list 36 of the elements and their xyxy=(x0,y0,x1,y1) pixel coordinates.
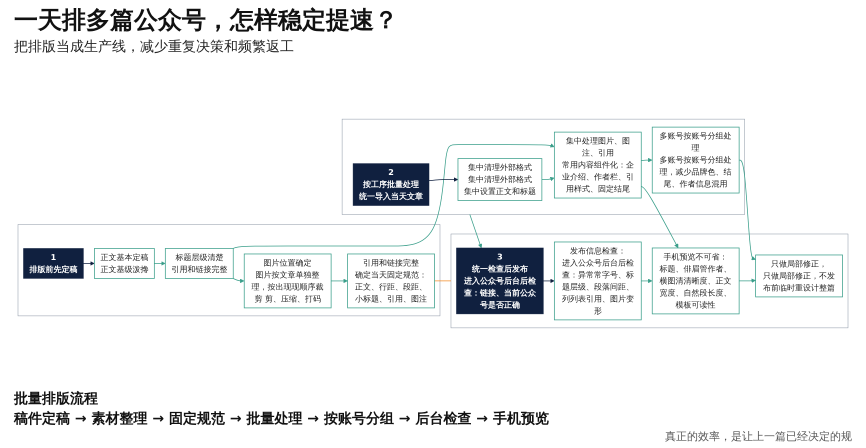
node-box xyxy=(652,248,740,314)
cluster xyxy=(342,118,745,215)
node-box xyxy=(456,248,544,314)
node-box xyxy=(347,254,435,308)
node-box xyxy=(554,132,642,198)
arrow xyxy=(640,186,678,248)
arrow xyxy=(428,177,458,182)
arrow xyxy=(469,214,482,248)
cluster xyxy=(450,234,848,328)
section-heading: 批量排版流程 xyxy=(14,390,98,408)
node-box xyxy=(244,254,332,308)
flow-steps-text: 稿件定稿 → 素材整理 → 固定规范 → 批量处理 → 按账号分组 → 后台检查 → 手机预览 xyxy=(14,410,549,428)
connector xyxy=(434,280,452,282)
arrow xyxy=(232,278,244,284)
arrow xyxy=(738,160,756,260)
arrow xyxy=(640,158,652,162)
node-box xyxy=(23,248,84,279)
node-box xyxy=(94,248,155,279)
title: 一天排多篇公众号，怎样稳定提速？ xyxy=(14,5,398,36)
note-text: 真正的效率，是让上一篇已经决定的规 xyxy=(665,429,852,444)
node-box xyxy=(652,126,740,194)
node-box xyxy=(458,158,542,201)
node-box xyxy=(755,254,843,298)
node-box xyxy=(164,248,234,279)
arrow xyxy=(83,261,95,266)
arrow xyxy=(738,278,756,283)
cluster xyxy=(18,224,440,316)
arrow xyxy=(542,176,555,182)
arrow xyxy=(330,278,348,284)
arrow xyxy=(232,143,555,249)
arrow xyxy=(640,278,652,284)
subtitle: 把排版当成生产线，减少重复决策和频繁返工 xyxy=(14,38,294,56)
node-box xyxy=(352,163,430,206)
arrow xyxy=(154,261,166,266)
arrow xyxy=(543,278,555,284)
node-box xyxy=(554,242,642,320)
